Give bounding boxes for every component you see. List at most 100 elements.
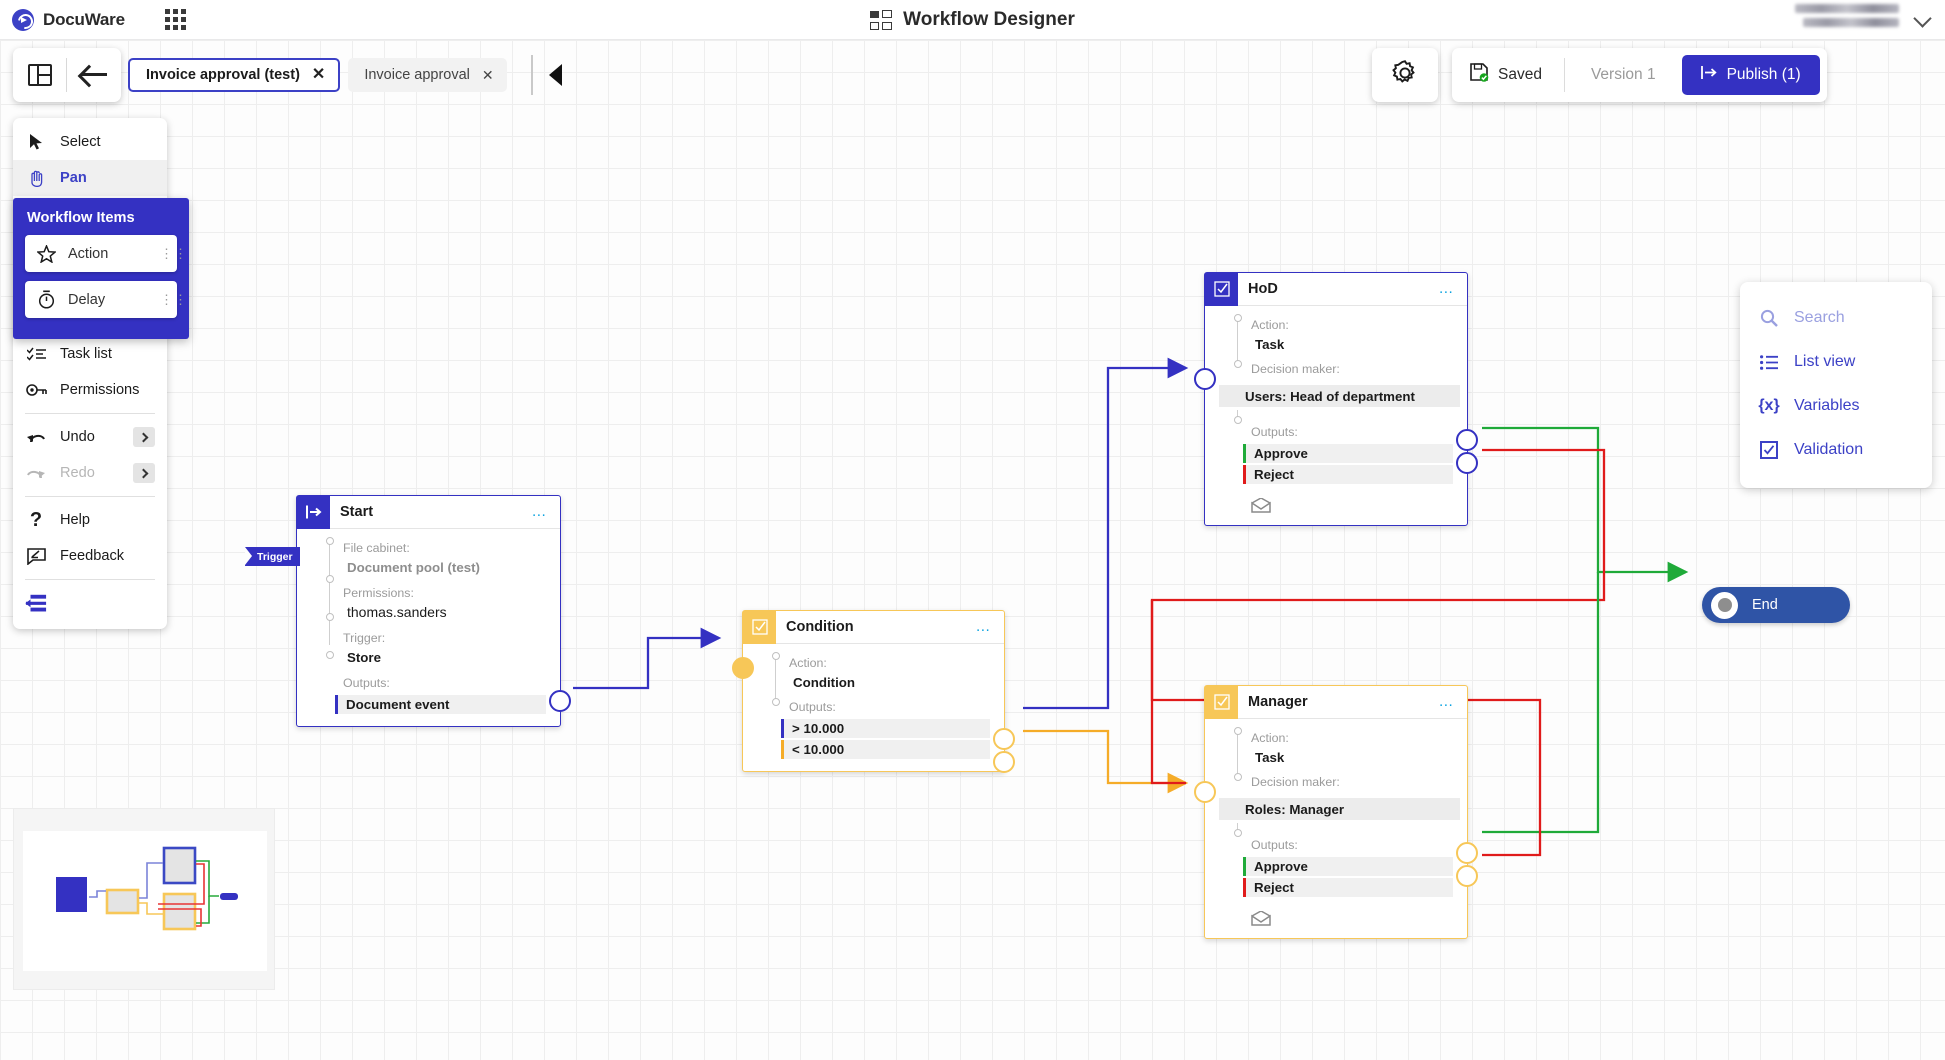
field-action: Action: Task	[1205, 316, 1467, 354]
apps-grid-icon[interactable]	[164, 9, 186, 30]
node-manager-menu[interactable]: …	[1438, 693, 1455, 710]
field-label: File cabinet:	[343, 541, 410, 555]
checkbox-icon	[1758, 439, 1780, 461]
tool-variables[interactable]: {x} Variables	[1740, 384, 1932, 428]
output-row[interactable]: Reject	[1243, 878, 1453, 897]
port-manager-out-approve[interactable]	[1456, 842, 1478, 864]
tab-label: Invoice approval	[364, 67, 470, 83]
version-label[interactable]: Version 1	[1590, 66, 1656, 83]
port-manager-in[interactable]	[1194, 781, 1216, 803]
port-hod-in[interactable]	[1194, 368, 1216, 390]
workflow-canvas[interactable]: Trigger Start … File cabinet: Document p…	[0, 40, 1945, 1060]
checkbox-node-icon	[743, 610, 776, 644]
decision-maker-value[interactable]: Users: Head of department	[1219, 385, 1460, 407]
arrow-left-icon	[80, 65, 107, 85]
chevron-right-icon[interactable]	[133, 427, 155, 447]
node-start[interactable]: Start … File cabinet: Document pool (tes…	[296, 495, 571, 727]
chevron-down-icon[interactable]	[1913, 9, 1932, 28]
output-row[interactable]: Document event	[335, 695, 546, 714]
settings-button[interactable]	[1372, 48, 1438, 102]
port-condition-in[interactable]	[732, 657, 754, 679]
port-condition-out-2[interactable]	[993, 751, 1015, 773]
tab-close-icon[interactable]: ✕	[311, 66, 326, 83]
workflow-icon	[870, 9, 893, 30]
port-hod-out-reject[interactable]	[1456, 452, 1478, 474]
menu-item-feedback[interactable]: Feedback	[13, 538, 167, 574]
workflow-tabs: Invoice approval (test) ✕ Invoice approv…	[128, 48, 562, 102]
tab-label: Invoice approval (test)	[146, 67, 300, 83]
divider	[66, 58, 67, 92]
tab-close-icon[interactable]: ✕	[481, 67, 494, 83]
chevron-right-icon[interactable]	[133, 463, 155, 483]
port-manager-out-reject[interactable]	[1456, 865, 1478, 887]
field-permissions: Permissions: thomas.sanders	[297, 584, 560, 622]
node-hod-menu[interactable]: …	[1438, 280, 1455, 297]
redo-icon	[25, 462, 47, 484]
node-manager[interactable]: Manager … Action: Task Decision maker: R…	[1194, 685, 1478, 939]
menu-item-select[interactable]: Select	[13, 124, 167, 160]
node-start-menu[interactable]: …	[531, 503, 548, 520]
save-status: Saved	[1470, 63, 1564, 87]
port-condition-out-1[interactable]	[993, 728, 1015, 750]
node-condition-menu[interactable]: …	[975, 618, 992, 635]
panel-layout-icon[interactable]	[13, 48, 66, 102]
node-end[interactable]: End	[1702, 587, 1850, 623]
menu-item-task-list[interactable]: Task list	[13, 336, 167, 372]
drag-handle-icon[interactable]: ⋮⋮	[160, 246, 188, 261]
account-name[interactable]	[1795, 4, 1899, 32]
node-hod-title: HoD	[1248, 281, 1278, 297]
divider	[25, 579, 155, 580]
node-condition-title: Condition	[786, 619, 854, 635]
back-button[interactable]	[67, 48, 120, 102]
output-row[interactable]: Reject	[1243, 465, 1453, 484]
mail-icon	[1251, 497, 1271, 513]
node-manager-body: Action: Task Decision maker: Roles: Mana…	[1194, 719, 1478, 938]
publish-button[interactable]: Publish (1)	[1681, 55, 1820, 95]
menu-item-collapse[interactable]	[13, 585, 167, 621]
output-label: Approve	[1254, 859, 1308, 874]
tab-invoice-approval-test[interactable]: Invoice approval (test) ✕	[128, 58, 341, 92]
outputs-label: Outputs:	[343, 676, 390, 690]
drag-handle-icon[interactable]: ⋮⋮	[160, 292, 188, 307]
key-icon	[25, 379, 47, 401]
output-row[interactable]: > 10.000	[781, 719, 990, 738]
node-condition-body: Action: Condition Outputs: > 10.000 < 10…	[732, 644, 1015, 773]
menu-item-undo[interactable]: Undo	[13, 419, 167, 455]
field-value: Condition	[793, 675, 856, 690]
node-hod[interactable]: HoD … Action: Task Decision maker: Users…	[1194, 272, 1478, 526]
workflow-item-delay[interactable]: Delay ⋮⋮	[25, 281, 188, 318]
outputs-section: Outputs:	[743, 698, 1004, 717]
decision-maker-value[interactable]: Roles: Manager	[1219, 798, 1460, 820]
port-hod-out-approve[interactable]	[1456, 429, 1478, 451]
star-icon	[35, 243, 57, 265]
end-node-icon	[1711, 591, 1738, 619]
output-row[interactable]: Approve	[1243, 857, 1453, 876]
tab-invoice-approval[interactable]: Invoice approval ✕	[348, 58, 507, 92]
menu-item-label: Feedback	[60, 548, 125, 564]
output-row[interactable]: < 10.000	[781, 740, 990, 759]
menu-item-label: Redo	[60, 465, 95, 481]
page-title: Workflow Designer	[0, 9, 1945, 31]
tool-search[interactable]: Search	[1740, 296, 1932, 340]
workflow-item-action[interactable]: Action ⋮⋮	[25, 235, 188, 272]
field-label: Trigger:	[343, 631, 386, 645]
node-hod-body: Action: Task Decision maker: Users: Head…	[1194, 306, 1478, 525]
menu-item-redo[interactable]: Redo	[13, 455, 167, 491]
menu-item-label: Help	[60, 512, 91, 528]
tool-list-view[interactable]: List view	[1740, 340, 1932, 384]
decision-maker-label: Decision maker:	[1251, 775, 1340, 789]
tool-validation[interactable]: Validation	[1740, 428, 1932, 472]
menu-item-pan[interactable]: Pan	[13, 160, 167, 196]
publish-label: Publish (1)	[1726, 66, 1801, 83]
output-row[interactable]: Approve	[1243, 444, 1453, 463]
docuware-logo[interactable]: DocuWare	[12, 8, 125, 31]
triangle-left-icon[interactable]	[548, 64, 562, 86]
port-start-out[interactable]	[549, 690, 571, 712]
menu-item-help[interactable]: ? Help	[13, 502, 167, 538]
variables-icon: {x}	[1758, 397, 1780, 414]
menu-item-permissions[interactable]: Permissions	[13, 372, 167, 408]
node-condition[interactable]: Condition … Action: Condition Outputs: >…	[732, 610, 1015, 773]
workflow-items-panel: Workflow Items Action ⋮⋮ Delay ⋮⋮	[13, 198, 189, 339]
account-line-1	[1795, 4, 1899, 13]
minimap[interactable]	[13, 808, 275, 990]
